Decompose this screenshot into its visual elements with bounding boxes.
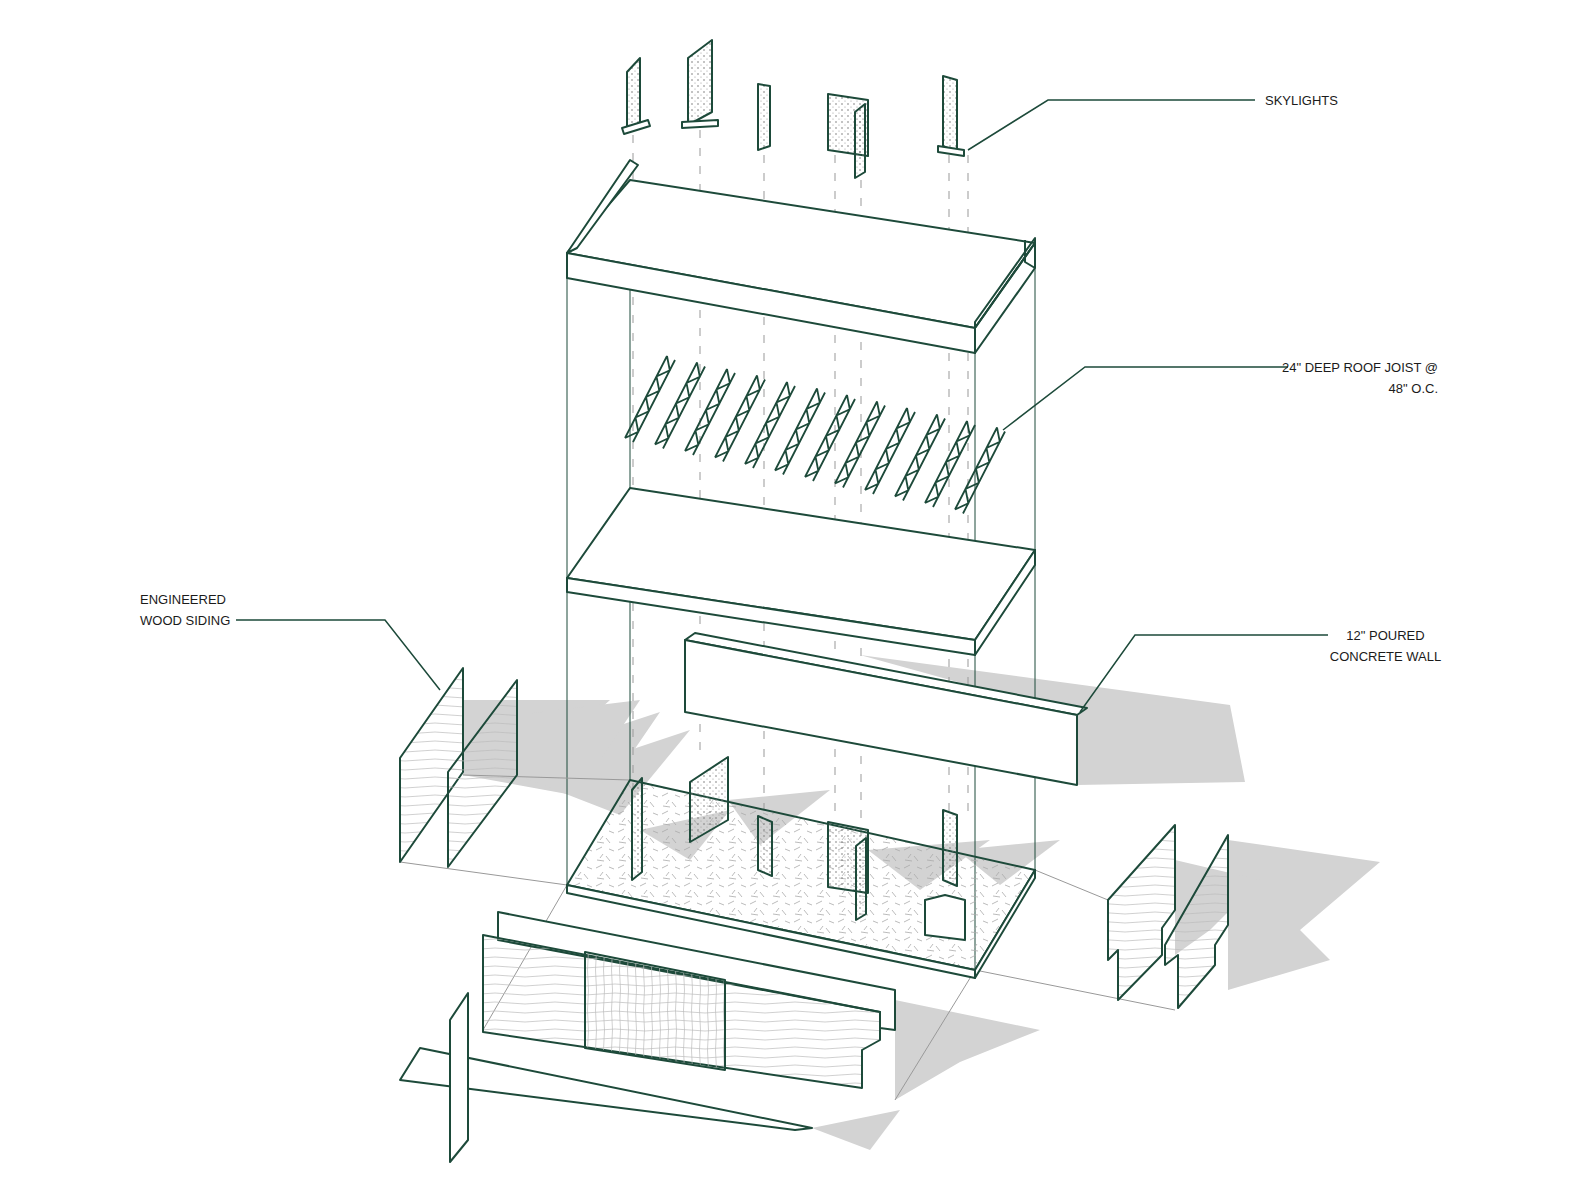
leader-lines-part: [968, 100, 1255, 150]
roof-joists-part: [655, 363, 705, 449]
skylights-part: [855, 104, 865, 178]
wood-siding-right-part: [1165, 835, 1228, 1008]
front-siding-part: [585, 952, 725, 1070]
wood-siding-left: [400, 668, 517, 867]
roof-slab-part: [567, 253, 975, 353]
skylights: [622, 40, 964, 178]
roof-joists: [625, 356, 1005, 514]
shadows-part: [895, 1000, 1040, 1100]
roof-joists-part: [925, 421, 975, 507]
ghost-lines-part: [895, 970, 975, 1100]
skylights-part: [943, 76, 957, 152]
entry-ramp: [400, 993, 812, 1162]
leader-lines-part: [1080, 635, 1328, 712]
roof-joists-part: [865, 408, 915, 494]
roof-joists-part: [955, 428, 1005, 514]
wood-siding-left-part: [448, 680, 517, 867]
ghost-lines: [400, 200, 1175, 1100]
skylights-part: [938, 146, 964, 156]
roof-joists-part: [715, 376, 765, 462]
ghost-lines-part: [1035, 870, 1108, 900]
light-panels-part: [943, 810, 957, 886]
roof-joists-part: [775, 389, 825, 475]
light-panels-part: [758, 816, 772, 876]
skylights-part: [682, 120, 718, 128]
leader-lines-part: [236, 620, 440, 690]
skylights-part: [627, 58, 640, 130]
callout-label: SKYLIGHTS: [1265, 90, 1385, 111]
light-panels-part: [856, 838, 866, 920]
roof-slab-part: [1025, 240, 1035, 268]
skylights-part: [622, 120, 650, 134]
wood-siding-right-part: [1108, 825, 1175, 1000]
roof-joists-part: [835, 402, 885, 488]
callout-label: ENGINEERED WOOD SIDING: [140, 589, 240, 631]
light-panels-part: [690, 757, 728, 842]
floor-slab: [567, 488, 1035, 655]
roof-slab-part: [567, 160, 638, 253]
light-panels-part: [632, 778, 642, 880]
leader-lines: [236, 100, 1328, 712]
light-panels-part: [925, 895, 965, 940]
floor-slab-part: [567, 578, 975, 655]
roof-joists-part: [805, 395, 855, 481]
shadows-part: [812, 1110, 900, 1150]
concrete-wall-part: [685, 640, 1077, 785]
callout-label: 12" POURED CONCRETE WALL: [1323, 625, 1448, 667]
shadows-part: [1228, 840, 1380, 990]
ground-slab-part: [975, 870, 1035, 978]
skylights-part: [758, 84, 770, 150]
leader-lines-part: [1003, 367, 1288, 430]
roof-joists-part: [745, 382, 795, 468]
front-siding: [483, 912, 895, 1088]
wood-siding-right: [1108, 825, 1228, 1008]
floor-slab-part: [975, 550, 1035, 655]
roof-joists-part: [625, 356, 675, 442]
skylights-part: [688, 40, 712, 125]
roof-joists-part: [685, 369, 735, 455]
callout-label: 24" DEEP ROOF JOIST @ 48" O.C.: [1278, 357, 1438, 399]
ghost-lines-part: [400, 862, 567, 885]
concrete-wall: [685, 633, 1087, 785]
entry-ramp-part: [450, 993, 468, 1162]
roof-slab: [567, 160, 1035, 353]
roof-joists-part: [895, 415, 945, 501]
light-panels: [632, 757, 965, 940]
ghost-lines-part: [975, 970, 1175, 1010]
ghost-lines-part: [1035, 268, 1036, 870]
front-siding-part: [483, 935, 880, 1088]
roof-slab-part: [975, 238, 1035, 328]
